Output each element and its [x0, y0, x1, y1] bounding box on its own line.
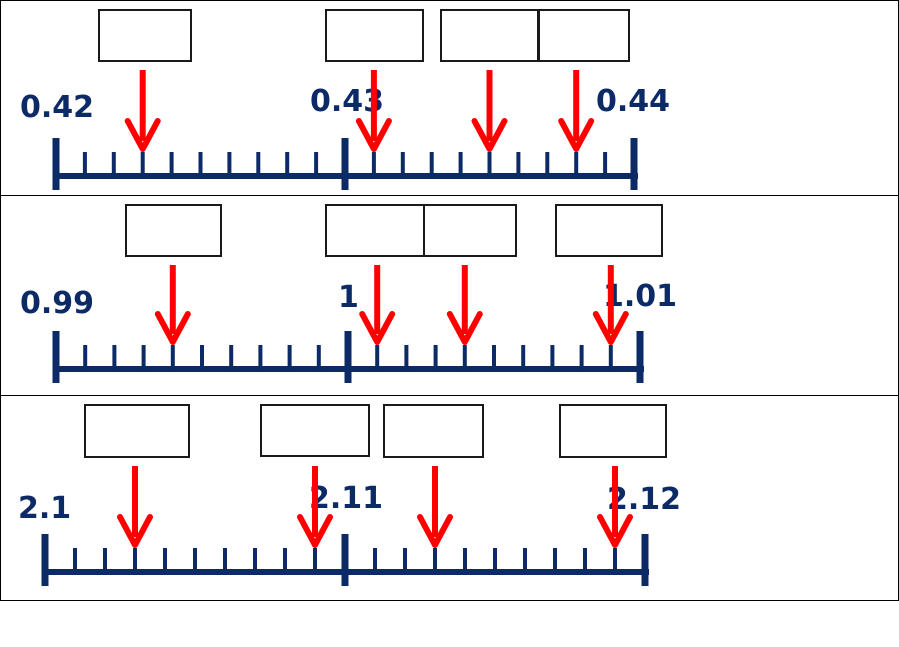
answer-box-3-1[interactable] — [84, 404, 190, 458]
panel-3-mid-label: 2.11 — [309, 481, 384, 516]
arrow-1-2-head — [355, 118, 392, 152]
panel-2-mid-label: 1 — [338, 280, 359, 315]
arrow-3-3-head — [417, 514, 453, 548]
panel-1-mid-label: 0.43 — [310, 84, 385, 119]
panel-2-start-label: 0.99 — [20, 286, 95, 321]
answer-box-1-1[interactable] — [98, 9, 192, 62]
answer-box-3-4[interactable] — [559, 404, 667, 458]
panel-3-end-label: 2.12 — [607, 482, 682, 517]
arrow-2-2-head — [359, 311, 396, 345]
arrow-1-1-head — [124, 118, 161, 152]
arrow-2-4-head — [592, 311, 629, 345]
answer-box-1-2[interactable] — [325, 9, 424, 62]
answer-box-2-3[interactable] — [423, 204, 517, 257]
answer-box-2-2[interactable] — [325, 204, 425, 257]
panel-1-end-label: 0.44 — [596, 84, 671, 119]
arrow-1-3-head — [471, 118, 508, 152]
arrow-3-2-head — [297, 514, 333, 548]
panel-1-start-label: 0.42 — [20, 90, 95, 125]
panel-3-start-label: 2.1 — [18, 491, 72, 526]
panel-2-end-label: 1.01 — [603, 279, 678, 314]
answer-box-1-3[interactable] — [440, 9, 539, 62]
arrow-1-4-head — [558, 118, 595, 152]
answer-box-3-2[interactable] — [260, 404, 370, 457]
arrow-3-4-head — [597, 514, 633, 548]
arrow-2-1-head — [154, 311, 191, 345]
arrow-2-3-head — [446, 311, 483, 345]
answer-box-2-1[interactable] — [125, 204, 222, 257]
answer-box-1-4[interactable] — [538, 9, 630, 62]
arrow-3-1-head — [117, 514, 153, 548]
answer-box-3-3[interactable] — [383, 404, 484, 458]
answer-box-2-4[interactable] — [555, 204, 663, 257]
